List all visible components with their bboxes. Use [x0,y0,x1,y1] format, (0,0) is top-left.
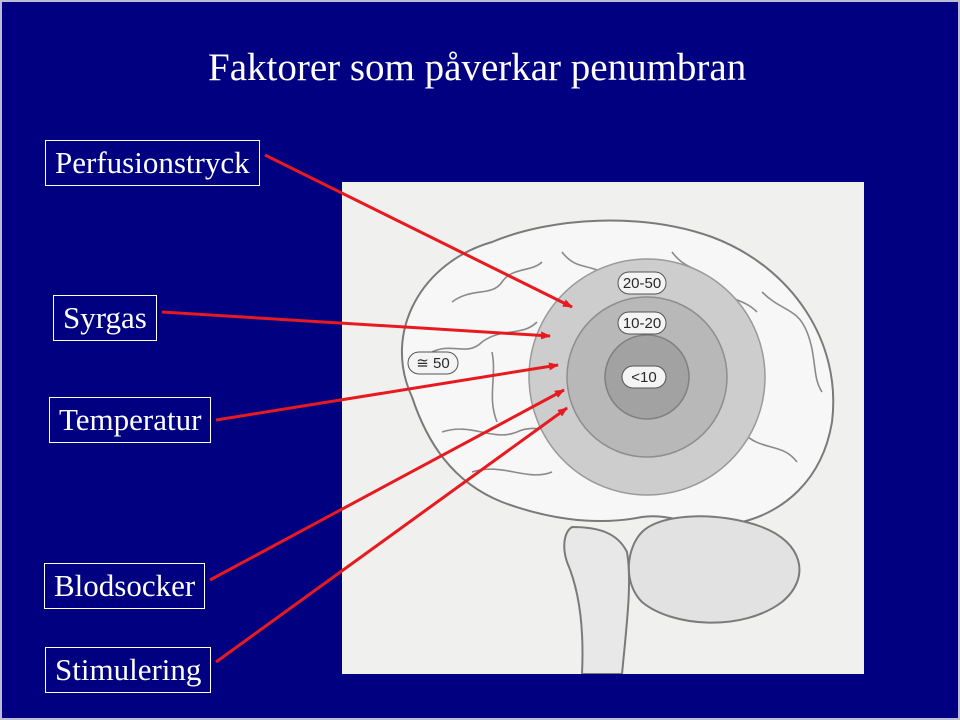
zone-label-core: <10 [621,365,667,389]
slide-title: Faktorer som påverkar penumbran [208,46,747,89]
brain-illustration: 20-50 10-20 <10 ≅ 50 [342,182,864,675]
zone-label-20-50: 20-50 [617,271,667,295]
factor-box-stimulering: Stimulering [45,647,212,693]
zone-label-normal-text: ≅ 50 [416,355,449,372]
cerebellum-outline [627,515,801,624]
zone-label-10-20-text: 10-20 [623,315,661,332]
brain-drawing: 20-50 10-20 <10 ≅ 50 [401,219,835,675]
factor-box-blodsocker: Blodsocker [44,563,206,609]
zone-label-10-20: 10-20 [617,311,667,335]
zone-label-normal: ≅ 50 [407,351,459,375]
factor-box-syrgas: Syrgas [53,295,157,341]
factor-box-temperatur: Temperatur [49,397,212,443]
zone-label-20-50-text: 20-50 [623,275,661,292]
brainstem-outline [563,525,631,675]
zone-label-core-text: <10 [631,369,656,386]
factor-box-perfusionstryck: Perfusionstryck [45,140,260,186]
